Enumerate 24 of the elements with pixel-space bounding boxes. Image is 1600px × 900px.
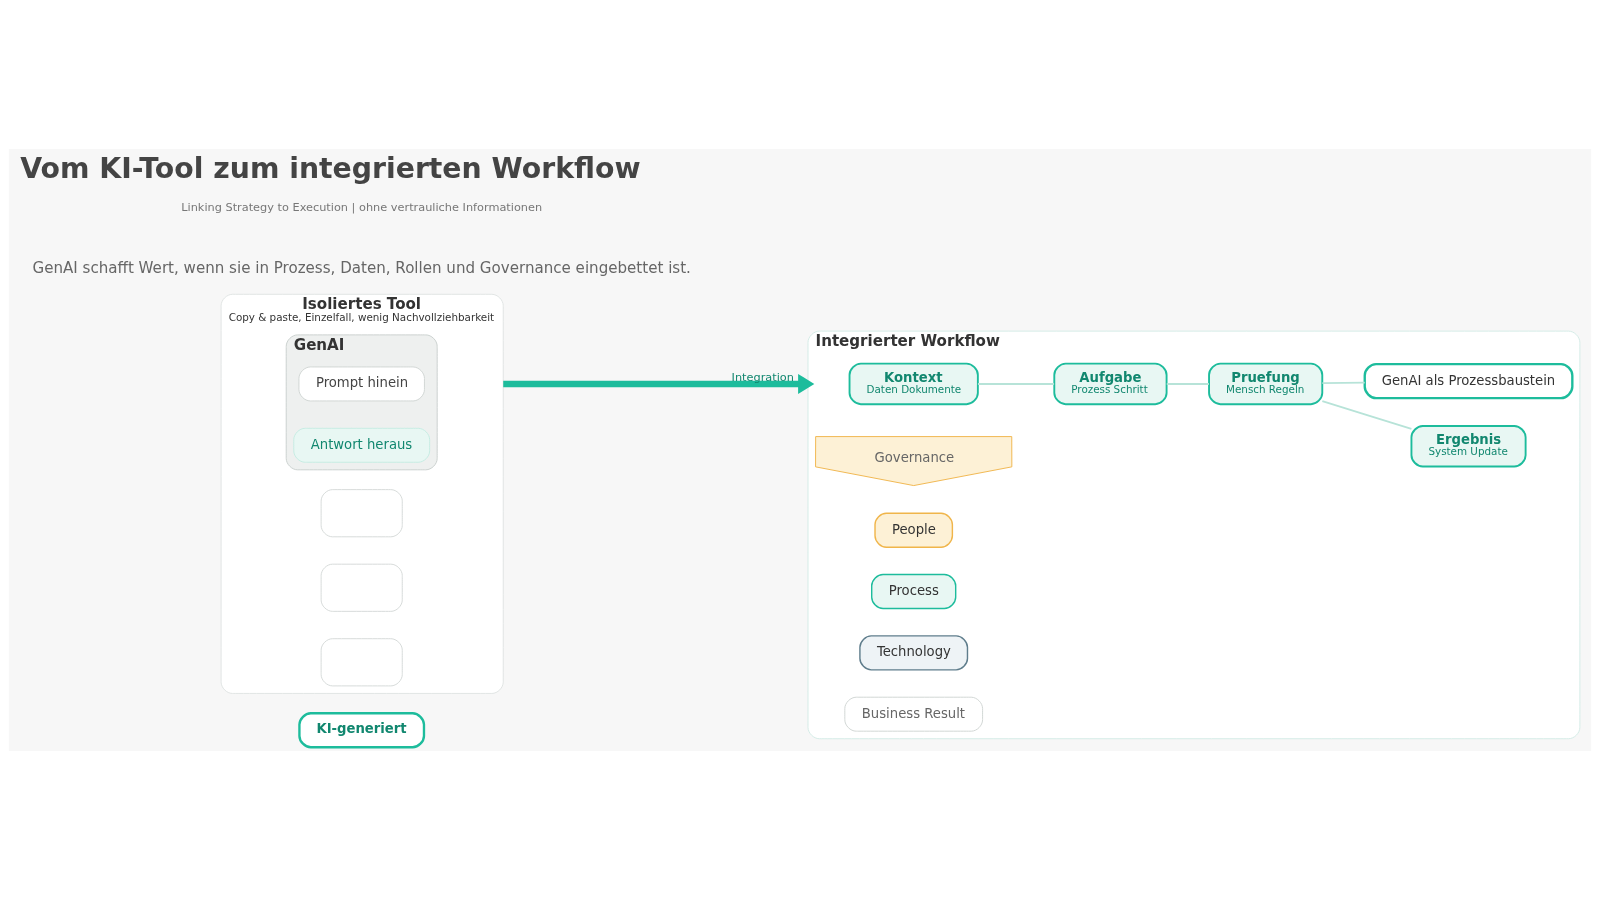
node-box: Pruefung Mensch Regeln xyxy=(1208,362,1324,406)
node-box: Antwort heraus xyxy=(293,427,431,463)
node-box: Ergebnis System Update xyxy=(1410,425,1527,468)
arrow xyxy=(503,374,815,394)
node-box: Prompt hinein xyxy=(298,366,425,402)
node-box xyxy=(320,563,403,612)
node-box: Process xyxy=(871,573,957,610)
node-box xyxy=(320,489,403,538)
connector xyxy=(976,383,1056,385)
node-box: Business Result xyxy=(844,696,984,732)
node-box: Kontext Daten Dokumente xyxy=(848,362,979,406)
node-box xyxy=(320,638,403,687)
diagram-title: Vom KI-Tool zum integrierten Workflow xyxy=(20,152,641,186)
node-box: GenAI als Prozessbaustein xyxy=(1363,362,1574,400)
node-box: KI-generiert xyxy=(298,712,426,749)
connector xyxy=(1321,400,1413,430)
caption: Linking Strategy to Execution | ohne vertrauliche Informationen xyxy=(181,200,543,215)
connector xyxy=(1321,381,1366,385)
node-box: People xyxy=(874,512,954,548)
label: GenAI schafft Wert, wenn sie in Prozess, Daten, Rollen und Governance eingebettet ist. xyxy=(32,259,691,278)
node-box: Aufgabe Prozess Schritt xyxy=(1053,362,1168,406)
node-box: Technology xyxy=(859,635,969,671)
edge-label: Integration xyxy=(731,369,794,384)
connector xyxy=(1165,383,1210,385)
